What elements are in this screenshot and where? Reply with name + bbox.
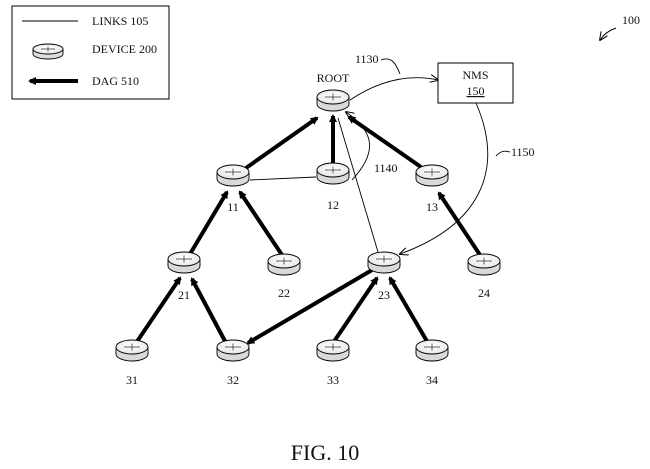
annotation-1130: 1130	[355, 52, 379, 66]
dag-32-21	[190, 277, 228, 344]
device-nodes	[115, 89, 501, 362]
dag-11-root	[244, 116, 319, 170]
annotation-1130-leader	[380, 58, 401, 75]
figure-ref-number: 100	[622, 13, 640, 27]
link-11-12	[249, 176, 317, 181]
node-label-23: 23	[378, 288, 390, 302]
annotation-1150-leader	[495, 150, 511, 157]
node-label-24: 24	[478, 286, 490, 300]
nms-number: 150	[467, 84, 485, 98]
device-node-11	[216, 164, 250, 187]
annotation-1140: 1140	[374, 161, 398, 175]
device-node-34	[415, 339, 449, 362]
device-node-12	[316, 162, 350, 185]
legend-dag-label: DAG 510	[92, 74, 139, 88]
dag-23-32	[246, 268, 374, 345]
node-label-32: 32	[227, 373, 239, 387]
node-label-22: 22	[278, 286, 290, 300]
node-label-31: 31	[126, 373, 138, 387]
device-node-13	[415, 164, 449, 187]
node-label-12: 12	[327, 198, 339, 212]
node-label-21: 21	[178, 288, 190, 302]
dag-31-21	[134, 276, 182, 345]
node-labels: ROOT 11 12 13 21 22 23 24 31 32 33 34	[126, 71, 490, 387]
node-label-13: 13	[426, 200, 438, 214]
link-root-23	[337, 117, 379, 253]
dag-34-23	[388, 276, 430, 345]
legend: LINKS 105 DEVICE 200 DAG 510	[11, 5, 170, 100]
dag-arrows	[134, 114, 482, 345]
arrow-nms-to-23	[400, 102, 489, 254]
device-node-31	[115, 339, 149, 362]
legend-links-label: LINKS 105	[92, 14, 148, 28]
dag-13-root	[347, 115, 423, 169]
legend-device-icon	[32, 43, 64, 60]
annotation-1150: 1150	[511, 145, 535, 159]
device-node-21	[167, 251, 201, 274]
figure-ref-leader	[600, 27, 617, 40]
dag-33-23	[331, 276, 379, 345]
thin-links	[249, 117, 379, 253]
node-label-34: 34	[426, 373, 438, 387]
node-label-root: ROOT	[317, 71, 350, 85]
dag-22-11	[238, 190, 284, 257]
nms-box: NMS 150	[437, 62, 514, 104]
device-node-root	[316, 89, 350, 112]
legend-device-label: DEVICE 200	[92, 42, 157, 56]
figure-caption: FIG. 10	[291, 440, 359, 465]
node-label-33: 33	[327, 373, 339, 387]
nms-title: NMS	[462, 68, 488, 82]
device-node-24	[467, 253, 501, 276]
device-node-33	[316, 339, 350, 362]
node-label-11: 11	[227, 200, 239, 214]
arrow-root-to-nms	[349, 78, 438, 101]
device-node-23	[367, 251, 401, 274]
dag-24-13	[437, 191, 482, 257]
device-node-22	[267, 253, 301, 276]
dag-21-11	[188, 190, 229, 256]
device-node-32	[216, 339, 250, 362]
